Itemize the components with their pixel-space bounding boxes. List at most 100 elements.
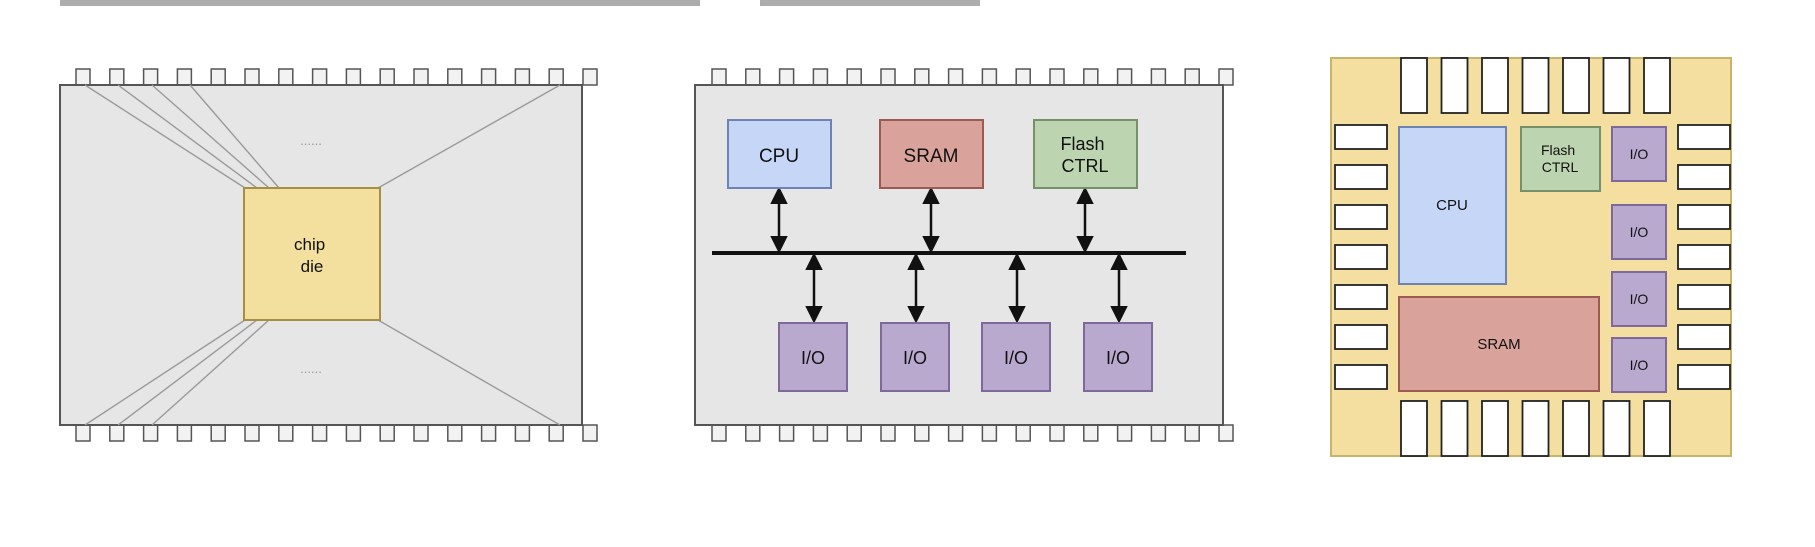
package-pin bbox=[582, 68, 598, 86]
io-pad bbox=[1677, 204, 1731, 230]
package-pin bbox=[812, 424, 829, 442]
package-pin bbox=[142, 68, 159, 86]
floorplan-pads-right bbox=[1677, 124, 1731, 390]
package-pin bbox=[413, 68, 429, 86]
package-pin bbox=[244, 68, 260, 86]
floorplan-pads-bottom bbox=[1400, 400, 1671, 457]
io-block bbox=[1083, 322, 1153, 392]
io-block-label: I/O bbox=[1004, 348, 1028, 368]
io-block-label: I/O bbox=[801, 348, 825, 368]
package-pin bbox=[345, 68, 362, 86]
package-pin bbox=[379, 424, 395, 442]
io-pad bbox=[1400, 400, 1428, 457]
io-pad bbox=[1677, 244, 1731, 270]
io-pad bbox=[1481, 57, 1509, 114]
system-bus bbox=[712, 186, 1186, 324]
package-pin bbox=[514, 424, 531, 442]
floorplan-flash-ctrl bbox=[1520, 126, 1601, 192]
cropped-heading bbox=[60, 0, 980, 6]
floorplan-pads-top bbox=[1400, 57, 1671, 114]
package-pin bbox=[1150, 68, 1167, 86]
io-pad bbox=[1562, 57, 1590, 114]
floorplan-io bbox=[1611, 204, 1667, 260]
package-pin bbox=[880, 68, 896, 86]
package-pin bbox=[1116, 424, 1133, 442]
io-pad bbox=[1334, 204, 1388, 230]
floorplan-io bbox=[1611, 271, 1667, 327]
package-pin bbox=[210, 68, 226, 86]
floorplan-diagram: CPU Flash CTRL SRAM I/O I/O I/O I/O bbox=[1330, 57, 1732, 457]
system-pins-bottom bbox=[711, 424, 1234, 442]
package-pin bbox=[75, 68, 91, 86]
io-pad bbox=[1334, 324, 1388, 350]
floorplan-background bbox=[1330, 57, 1732, 457]
flash-ctrl-block bbox=[1033, 119, 1138, 189]
io-pad bbox=[1521, 400, 1550, 457]
cpu-block bbox=[727, 119, 832, 189]
io-pad bbox=[1521, 57, 1550, 114]
package-pin bbox=[1083, 68, 1099, 86]
io-pad bbox=[1334, 244, 1388, 270]
package-pin bbox=[812, 68, 829, 86]
ellipsis-top: ...... bbox=[300, 133, 322, 148]
system-block-diagram: CPU SRAM Flash CTRL I/O I/O I/O I/O bbox=[694, 68, 1234, 442]
io-pad bbox=[1440, 57, 1469, 114]
cpu-block-label: CPU bbox=[759, 146, 799, 167]
package-pin bbox=[447, 424, 463, 442]
sram-block bbox=[879, 119, 984, 189]
flash-ctrl-label: Flash CTRL bbox=[1060, 134, 1109, 176]
package-pin bbox=[278, 424, 294, 442]
io-block bbox=[880, 322, 950, 392]
package-pin bbox=[880, 424, 896, 442]
bond-wires bbox=[84, 84, 561, 426]
package-pin bbox=[1083, 424, 1099, 442]
system-pins-top bbox=[711, 68, 1234, 86]
io-pad bbox=[1677, 324, 1731, 350]
io-block bbox=[778, 322, 848, 392]
ellipsis-bottom: ...... bbox=[300, 361, 322, 376]
io-block bbox=[981, 322, 1051, 392]
floorplan-sram bbox=[1398, 296, 1600, 392]
package-pin bbox=[1184, 424, 1200, 442]
package-pin bbox=[1049, 68, 1065, 86]
package-pin bbox=[311, 424, 328, 442]
sram-block-label: SRAM bbox=[904, 146, 959, 167]
package-pins-bottom bbox=[75, 424, 598, 442]
package-pin bbox=[1015, 424, 1031, 442]
package-pin bbox=[1049, 424, 1065, 442]
io-pad bbox=[1677, 284, 1731, 310]
floorplan-io-label: I/O bbox=[1630, 146, 1649, 162]
package-pin bbox=[548, 68, 564, 86]
io-pad bbox=[1602, 57, 1631, 114]
package-pin bbox=[244, 424, 260, 442]
package-pin bbox=[311, 68, 328, 86]
package-pin bbox=[711, 424, 727, 442]
io-pad bbox=[1334, 124, 1388, 150]
package-pins-top bbox=[75, 68, 598, 86]
package-pin bbox=[846, 424, 862, 442]
package-pin bbox=[142, 424, 159, 442]
package-diagram: ...... ...... chip die bbox=[59, 68, 598, 442]
package-pin bbox=[548, 424, 564, 442]
package-pin bbox=[413, 424, 429, 442]
package-pin bbox=[914, 68, 930, 86]
package-pin bbox=[745, 424, 761, 442]
floorplan-pads-left bbox=[1334, 124, 1388, 390]
package-pin bbox=[109, 68, 125, 86]
io-pad bbox=[1440, 400, 1469, 457]
package-pin bbox=[914, 424, 930, 442]
package-pin bbox=[981, 68, 998, 86]
package-pin bbox=[778, 68, 795, 86]
io-pad bbox=[1400, 57, 1428, 114]
io-pad bbox=[1677, 124, 1731, 150]
package-pin bbox=[210, 424, 226, 442]
package-pin bbox=[480, 424, 497, 442]
package-pin bbox=[981, 424, 998, 442]
floorplan-io bbox=[1611, 126, 1667, 182]
package-pin bbox=[176, 68, 193, 86]
package-pin bbox=[582, 424, 598, 442]
io-block-label: I/O bbox=[903, 348, 927, 368]
chip-die bbox=[243, 187, 381, 321]
io-pad bbox=[1602, 400, 1631, 457]
